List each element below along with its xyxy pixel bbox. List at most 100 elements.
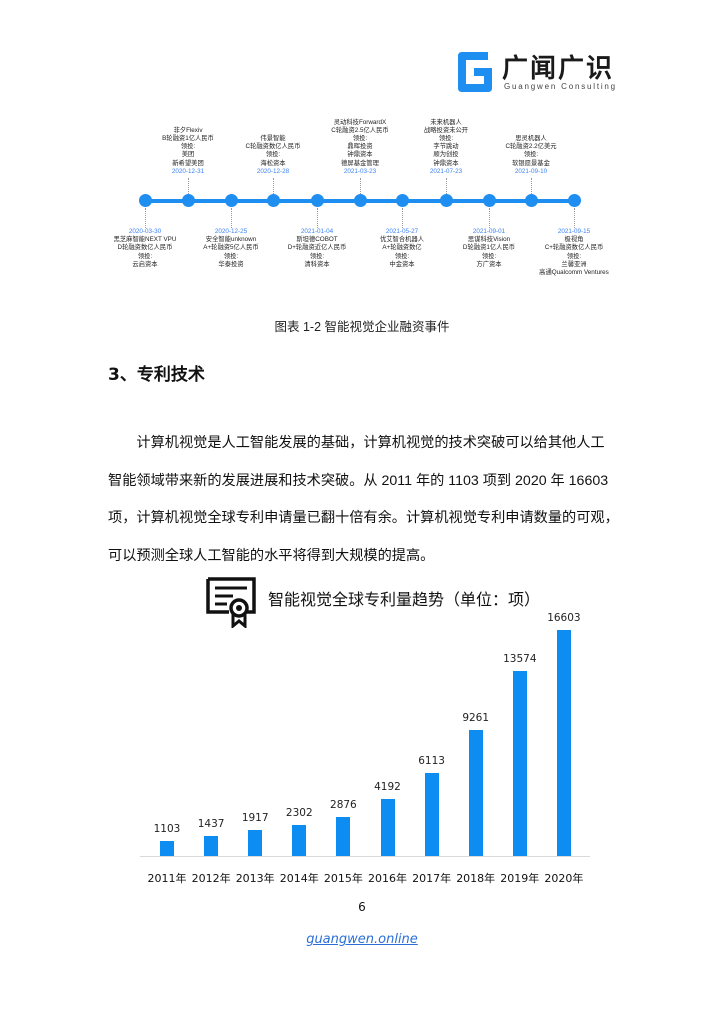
event-text: C轮融资数亿人民币: [245, 143, 301, 151]
event-text: 安全智能unknown: [205, 236, 257, 244]
event-text: 领投:: [438, 135, 454, 142]
timeline-dot: [139, 194, 152, 207]
figure-caption: 图表 1-2 智能视觉企业融资事件: [274, 320, 450, 334]
event-text: 兰馨亚洲: [561, 260, 587, 268]
event-text: D轮融资数亿人民币: [117, 244, 173, 252]
event-text: D轮融资1亿人民币: [462, 244, 516, 252]
x-tick-label: 2011年: [147, 872, 187, 885]
event-text: 伟景智能: [260, 135, 286, 142]
event-text: 鼎晖投资: [347, 143, 373, 151]
event-date: 2021-09-15: [557, 228, 591, 235]
timeline-connector: [188, 178, 189, 194]
event-text: C轮融资2.5亿人民币: [331, 126, 389, 134]
timeline-connector: [317, 208, 318, 228]
chart-bar: [160, 841, 174, 856]
event-text: 海松资本: [260, 159, 286, 167]
chart-title: 智能视觉全球专利量趋势（单位：项）: [268, 590, 541, 609]
chart-bar: [204, 836, 219, 856]
bar-value-label: 2302: [285, 807, 313, 819]
timeline-connector: [574, 208, 575, 228]
chart-bar: [248, 830, 263, 856]
bar-value-label: 9261: [462, 712, 490, 724]
event-text: 清科资本: [304, 260, 330, 268]
logo-chinese-name: 广闻广识: [502, 54, 615, 84]
timeline-dot: [267, 194, 280, 207]
event-text: A+轮融资5亿人民币: [203, 244, 259, 252]
event-text: 领投:: [223, 252, 239, 260]
timeline-connector: [145, 208, 146, 228]
chart-bar: [556, 630, 571, 856]
logo-english-name: Guangwen Consulting: [504, 82, 617, 91]
page-number: 6: [358, 900, 366, 914]
x-tick-label: 2013年: [235, 872, 275, 885]
event-text: 方广资本: [476, 260, 502, 268]
timeline-dot: [182, 194, 195, 207]
event-text: 字节跳动: [433, 143, 459, 151]
chart-bar: [380, 799, 395, 856]
event-text: D+轮融资近亿人民币: [287, 244, 347, 252]
x-tick-label: 2017年: [412, 872, 452, 885]
event-text: 领投:: [523, 151, 539, 159]
event-text: 新希望美团: [172, 159, 204, 167]
body-paragraph: 计算机视觉是人工智能发展的基础，计算机视觉的技术突破可以给其他人工 智能领域带来…: [108, 425, 630, 575]
event-text: A+轮融资数亿: [382, 244, 422, 252]
event-text: 高通Qualcomm Ventures: [539, 269, 609, 277]
timeline-dot: [354, 194, 367, 207]
x-tick-label: 2018年: [456, 872, 496, 885]
timeline-connector: [231, 208, 232, 228]
event-text: 云启资本: [132, 260, 158, 268]
event-text: 领投:: [394, 252, 410, 260]
event-text: 黑芝麻智能NEXT VPU: [113, 236, 177, 244]
event-text: 优艾智合机器人: [379, 236, 425, 244]
timeline-dot: [483, 194, 496, 207]
event-text: 领投:: [180, 143, 196, 151]
event-date: 2021-07-23: [429, 167, 463, 175]
event-text: 领投:: [566, 252, 582, 260]
event-text: 钟鼎资本: [433, 159, 459, 167]
timeline-dot: [225, 194, 238, 207]
event-text: 顺为创投: [433, 151, 459, 159]
timeline-connector: [446, 178, 447, 194]
chart-bar: [292, 825, 307, 856]
timeline-dot: [396, 194, 409, 207]
paragraph-line: 可以预测全球人工智能的水平将得到大规模的提高。: [108, 547, 435, 564]
event-text: 未来机器人: [430, 118, 462, 126]
event-text: 领投:: [137, 252, 153, 260]
bar-value-label: 1917: [241, 812, 269, 824]
paragraph-line: 项，计算机视觉全球专利申请量已翻十倍有余。计算机视觉专利申请数量的可观，: [108, 510, 619, 526]
timeline-connector: [273, 178, 274, 194]
event-date: 2020-12-28: [256, 167, 290, 175]
event-text: 中金资本: [389, 260, 415, 268]
x-tick-label: 2012年: [191, 872, 231, 885]
timeline-connector: [489, 208, 490, 228]
timeline-dot: [568, 194, 581, 207]
event-text: 美团: [181, 151, 195, 159]
event-text: 钟鼎资本: [347, 151, 373, 159]
event-text: 思灵机器人: [515, 135, 547, 142]
event-text: 领投:: [309, 252, 325, 260]
chart-bar: [424, 773, 439, 856]
timeline-dot: [525, 194, 538, 207]
x-axis-line: [140, 856, 590, 857]
event-text: C轮融资2.2亿美元: [505, 143, 557, 151]
x-tick-label: 2019年: [500, 872, 540, 885]
chart-bar: [468, 730, 483, 856]
event-text: 斯坦德COBOT: [296, 236, 338, 244]
event-date: 2021-03-23: [343, 167, 377, 175]
x-tick-label: 2016年: [368, 872, 407, 885]
guangwen-logo-icon: [458, 52, 492, 92]
event-text: 非夕Flexiv: [173, 126, 203, 134]
event-date: 2020-12-25: [214, 228, 248, 235]
bar-value-label: 16603: [547, 612, 581, 624]
timeline-dot: [440, 194, 453, 207]
section-heading: 3、专利技术: [108, 365, 205, 385]
footer-website-link[interactable]: guangwen.online: [306, 932, 418, 947]
